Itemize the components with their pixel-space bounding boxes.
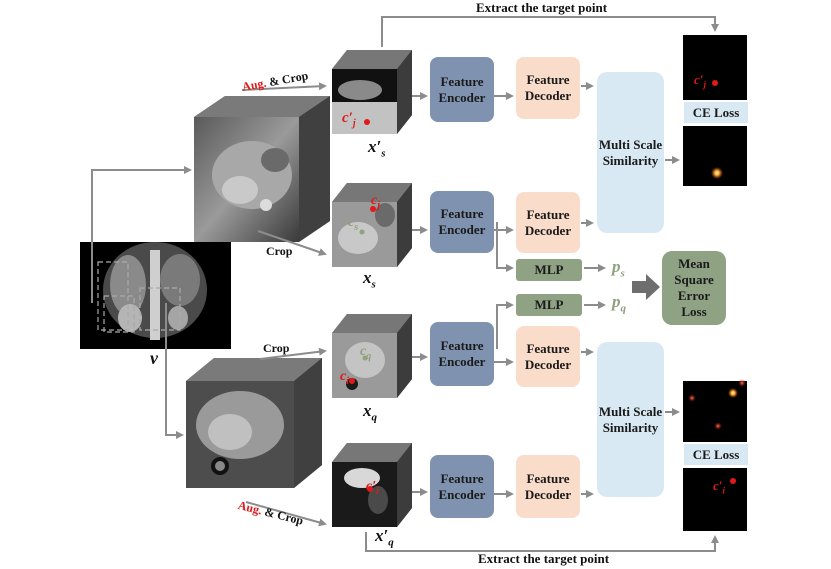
top-aug-text: Aug. xyxy=(241,75,268,94)
projection-pq-label: pq xyxy=(612,292,626,315)
mlp-lower: MLP xyxy=(516,294,582,316)
ce-loss-top: CE Loss xyxy=(684,102,748,123)
upper-sample-cube xyxy=(194,96,330,242)
multi-scale-similarity-top: Multi Scale Similarity xyxy=(597,72,664,233)
patch-cube-xq xyxy=(332,314,412,398)
ce-loss-bottom: CE Loss xyxy=(684,444,748,465)
heatmap-bottom-target xyxy=(683,468,747,531)
patch-cube-xs-prime xyxy=(332,50,412,134)
point-ci-label: ci xyxy=(340,369,349,387)
feature-encoder-1: Feature Encoder xyxy=(430,57,494,122)
multi-scale-similarity-bottom: Multi Scale Similarity xyxy=(597,342,664,497)
feature-encoder-3: Feature Encoder xyxy=(430,322,494,386)
patch-cube-xq-prime xyxy=(332,443,412,527)
volume-v-label: v xyxy=(150,348,158,368)
point-ci-prime-label: c′i xyxy=(366,479,379,497)
feature-decoder-4: Feature Decoder xyxy=(516,455,580,518)
mean-square-error-loss: Mean Square Error Loss xyxy=(662,251,726,325)
feature-encoder-2: Feature Encoder xyxy=(430,191,494,253)
feature-encoder-4: Feature Encoder xyxy=(430,455,494,518)
mlp-upper: MLP xyxy=(516,259,582,281)
ct-volume-image xyxy=(80,242,231,349)
top-extract-label: Extract the target point xyxy=(476,0,608,15)
feature-decoder-1: Feature Decoder xyxy=(516,57,580,119)
patch-xs-prime-label: x′s xyxy=(368,137,386,160)
patch-xq-prime-label: x′q xyxy=(375,526,394,549)
feature-decoder-2: Feature Decoder xyxy=(516,192,580,253)
patch-xq-label: xq xyxy=(363,401,377,424)
feature-decoder-3: Feature Decoder xyxy=(516,326,580,387)
heatmap-top-target xyxy=(683,126,747,186)
lower-query-cube xyxy=(186,358,322,488)
lower-crop-label: Crop xyxy=(263,341,290,355)
heatmap-top-prediction xyxy=(683,35,747,100)
projection-ps-label: ps xyxy=(612,257,625,280)
patch-xs-label: xs xyxy=(363,268,376,291)
bottom-extract-label: Extract the target point xyxy=(478,551,610,566)
point-cj-prime-label: c′j xyxy=(342,110,356,129)
upper-crop-label: Crop xyxy=(266,244,293,258)
mse-arrow-icon xyxy=(632,274,660,300)
point-cj-label: cj xyxy=(371,193,380,211)
flow-arrows xyxy=(91,16,719,552)
heatmap-ci-prime-label: c′i xyxy=(713,478,725,496)
patch-cube-xs xyxy=(332,183,412,267)
heatmap-cj-prime-label: c′j xyxy=(694,72,706,90)
point-cq-label: cq xyxy=(360,344,372,362)
heatmap-bottom-prediction xyxy=(683,379,747,442)
point-cs-label: cs xyxy=(348,215,359,233)
